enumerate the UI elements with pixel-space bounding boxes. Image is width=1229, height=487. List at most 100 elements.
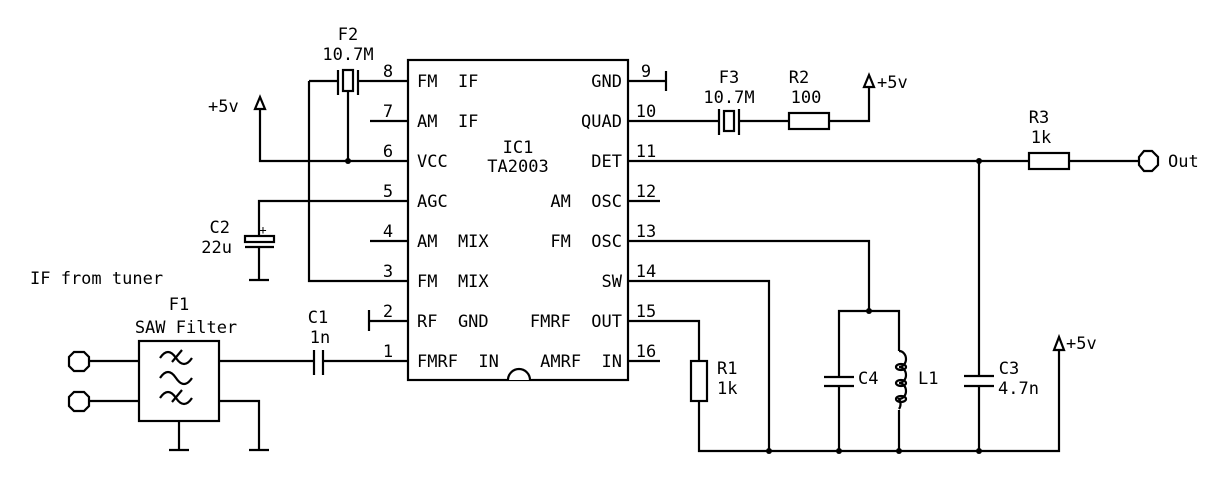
pin-number: 10 — [636, 102, 656, 122]
r1-value: 1k — [717, 379, 737, 399]
pin-name: AMRF IN — [540, 352, 622, 372]
ic1-body — [406, 58, 630, 382]
c3-value: 4.7n — [998, 379, 1039, 399]
wire-vcc — [258, 109, 370, 163]
c3-ref: C3 — [999, 359, 1019, 379]
ic1-right-pins — [628, 79, 666, 363]
r2-ref: R2 — [789, 68, 809, 88]
f1-saw-filter: F1 SAW Filter — [67, 295, 269, 452]
f1-ref: F1 — [169, 295, 189, 315]
pin-number: 15 — [636, 302, 656, 322]
saw-filter-wave-icon — [159, 349, 193, 406]
wire-bottom-rail — [697, 351, 1061, 453]
wire — [219, 399, 261, 450]
junction-dot — [766, 448, 772, 454]
output-terminal[interactable] — [1137, 149, 1160, 173]
input-note: IF from tuner — [30, 269, 163, 289]
tank-circuit: C4 L1 — [666, 239, 938, 451]
junction-dot — [896, 448, 902, 454]
pin-number: 12 — [636, 182, 656, 202]
r1-ref: R1 — [717, 359, 737, 379]
supply-arrow-icon — [1052, 333, 1066, 352]
junction-dot — [836, 448, 842, 454]
c2-value: 22u — [201, 238, 232, 258]
pin-name: DET — [591, 152, 622, 172]
r1-resistor: R1 1k — [666, 319, 1061, 453]
wire — [829, 86, 871, 123]
f2-value: 10.7M — [322, 45, 373, 65]
resistor-body — [787, 111, 831, 131]
pin-number: 13 — [636, 222, 656, 242]
pin-number: 9 — [641, 62, 651, 82]
filter-crystal — [341, 68, 355, 93]
f2-ref: F2 — [338, 25, 358, 45]
pin-name: FMRF IN — [417, 352, 499, 372]
pin-number: 3 — [383, 262, 393, 282]
pin-number: 1 — [383, 342, 393, 362]
r2-resistor: +5v R2 100 — [739, 68, 908, 131]
ic1-notch — [506, 367, 532, 381]
ic1-part: TA2003 — [487, 157, 548, 177]
wire-f2-to-pin3 — [307, 81, 370, 283]
pin-name: FM MIX — [417, 272, 489, 292]
pin-name: FM IF — [417, 72, 478, 92]
l1-inductor-coil-icon — [894, 349, 908, 410]
c4-ref: C4 — [858, 369, 878, 389]
f3-ref: F3 — [719, 68, 739, 88]
pin-name: SW — [602, 272, 623, 292]
c2-ref: C2 — [210, 218, 230, 238]
supply-arrow-icon — [253, 94, 267, 111]
wire-fm-osc — [666, 239, 871, 311]
supply-label: +5v — [208, 97, 239, 117]
pin-number: 14 — [636, 262, 656, 282]
pin-number: 7 — [383, 102, 393, 122]
pin-name: QUAD — [581, 112, 622, 132]
output-network: Out R3 1k — [666, 108, 1199, 173]
supply-label: +5v — [1066, 334, 1097, 354]
resistor-body — [689, 359, 709, 403]
pin-name: AM OSC — [550, 192, 622, 212]
pin-name: VCC — [417, 152, 448, 172]
r3-resistor-body — [1027, 151, 1071, 171]
r3-ref: R3 — [1029, 108, 1049, 128]
junction-dot — [345, 158, 351, 164]
f3-value: 10.7M — [703, 88, 754, 108]
pin-name: AM MIX — [417, 232, 489, 252]
r3-value: 1k — [1031, 128, 1051, 148]
f3-ceramic-filter: F3 10.7M — [666, 68, 755, 135]
filter-crystal — [722, 109, 736, 133]
c1-value: 1n — [310, 328, 330, 348]
r2-value: 100 — [791, 88, 822, 108]
junction-dot — [976, 448, 982, 454]
supply-arrow-icon — [862, 72, 876, 89]
input-terminal[interactable] — [67, 390, 91, 413]
pin-name: FM OSC — [550, 232, 622, 252]
wire-fmrf-out — [666, 319, 701, 361]
c2-electrolytic-capacitor: + C2 22u — [201, 199, 370, 282]
pin-number: 8 — [383, 62, 393, 82]
pin-number: 16 — [636, 342, 656, 362]
pin-name: FMRF OUT — [530, 312, 622, 332]
c1-capacitor: C1 1n — [219, 308, 370, 375]
pin-number: 4 — [383, 222, 393, 242]
c2-polarity: + — [259, 223, 266, 237]
pin-number: 11 — [636, 142, 656, 162]
pin-number: 2 — [383, 302, 393, 322]
input-terminal[interactable] — [67, 350, 91, 373]
pin-name: GND — [591, 72, 622, 92]
ic1: IC1 TA2003 — [406, 58, 630, 382]
ic1-left-pins — [370, 79, 408, 363]
pin-number: 6 — [383, 142, 393, 162]
f1-value: SAW Filter — [135, 318, 237, 338]
pin-number: 5 — [383, 182, 393, 202]
c1-ref: C1 — [308, 308, 328, 328]
wire-sw — [666, 279, 771, 451]
pin2-ground — [367, 310, 371, 331]
wire — [837, 309, 901, 376]
supply-label: +5v — [877, 73, 908, 93]
c3-capacitor: C3 4.7n — [964, 161, 1039, 451]
wire-agc — [257, 199, 370, 235]
output-label: Out — [1168, 152, 1199, 172]
vcc-supply: +5v — [208, 94, 370, 164]
